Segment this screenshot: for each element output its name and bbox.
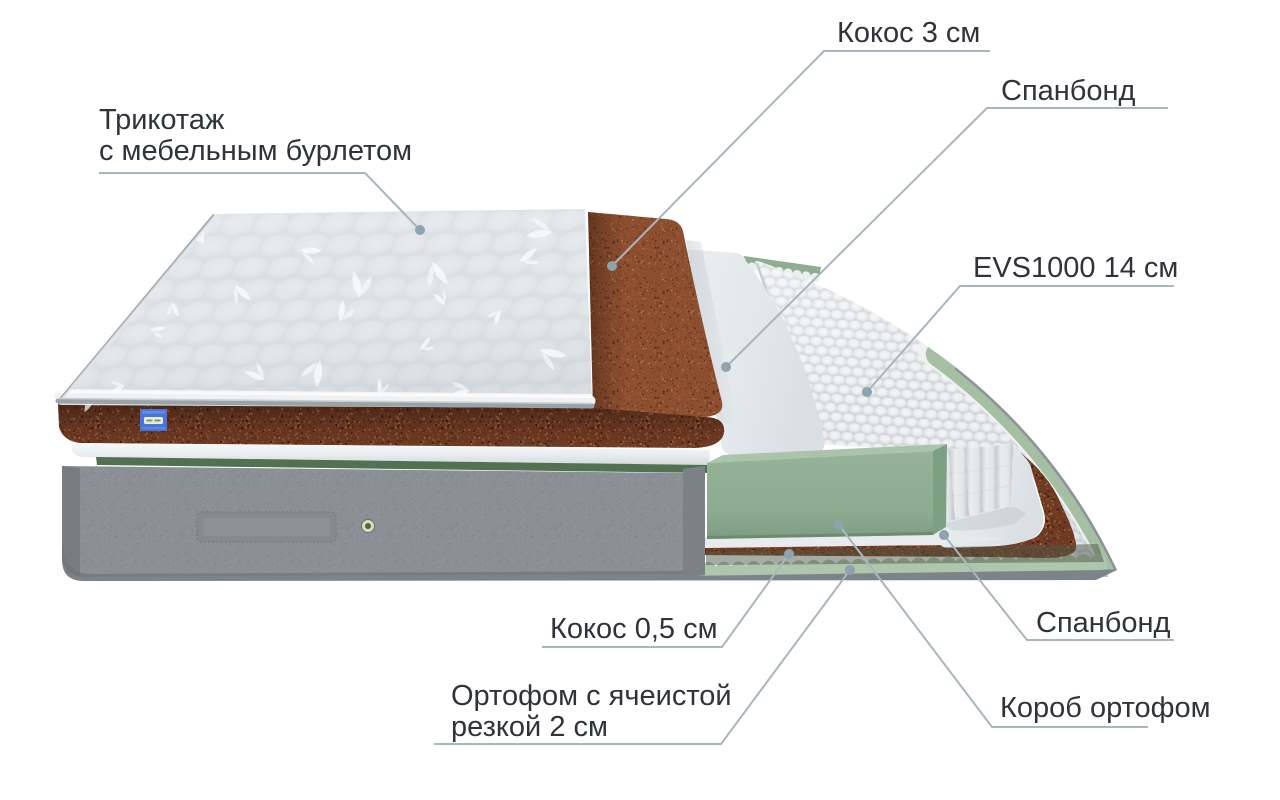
svg-text:Спанбонд: Спанбонд <box>1036 607 1171 639</box>
svg-text:Кокос 0,5 см: Кокос 0,5 см <box>550 613 718 645</box>
svg-text:Трикотаж: Трикотаж <box>99 104 225 136</box>
svg-text:Ортофом с ячеистой: Ортофом с ячеистой <box>451 680 732 712</box>
svg-text:резкой 2 см: резкой 2 см <box>451 711 608 743</box>
svg-text:Спанбонд: Спанбонд <box>1001 75 1136 107</box>
svg-text:Короб ортофом: Короб ортофом <box>1000 692 1211 724</box>
svg-text:EVS1000 14 см: EVS1000 14 см <box>973 252 1178 284</box>
svg-text:Кокос 3 см: Кокос 3 см <box>837 17 980 49</box>
svg-text:с мебельным бурлетом: с мебельным бурлетом <box>99 135 412 167</box>
